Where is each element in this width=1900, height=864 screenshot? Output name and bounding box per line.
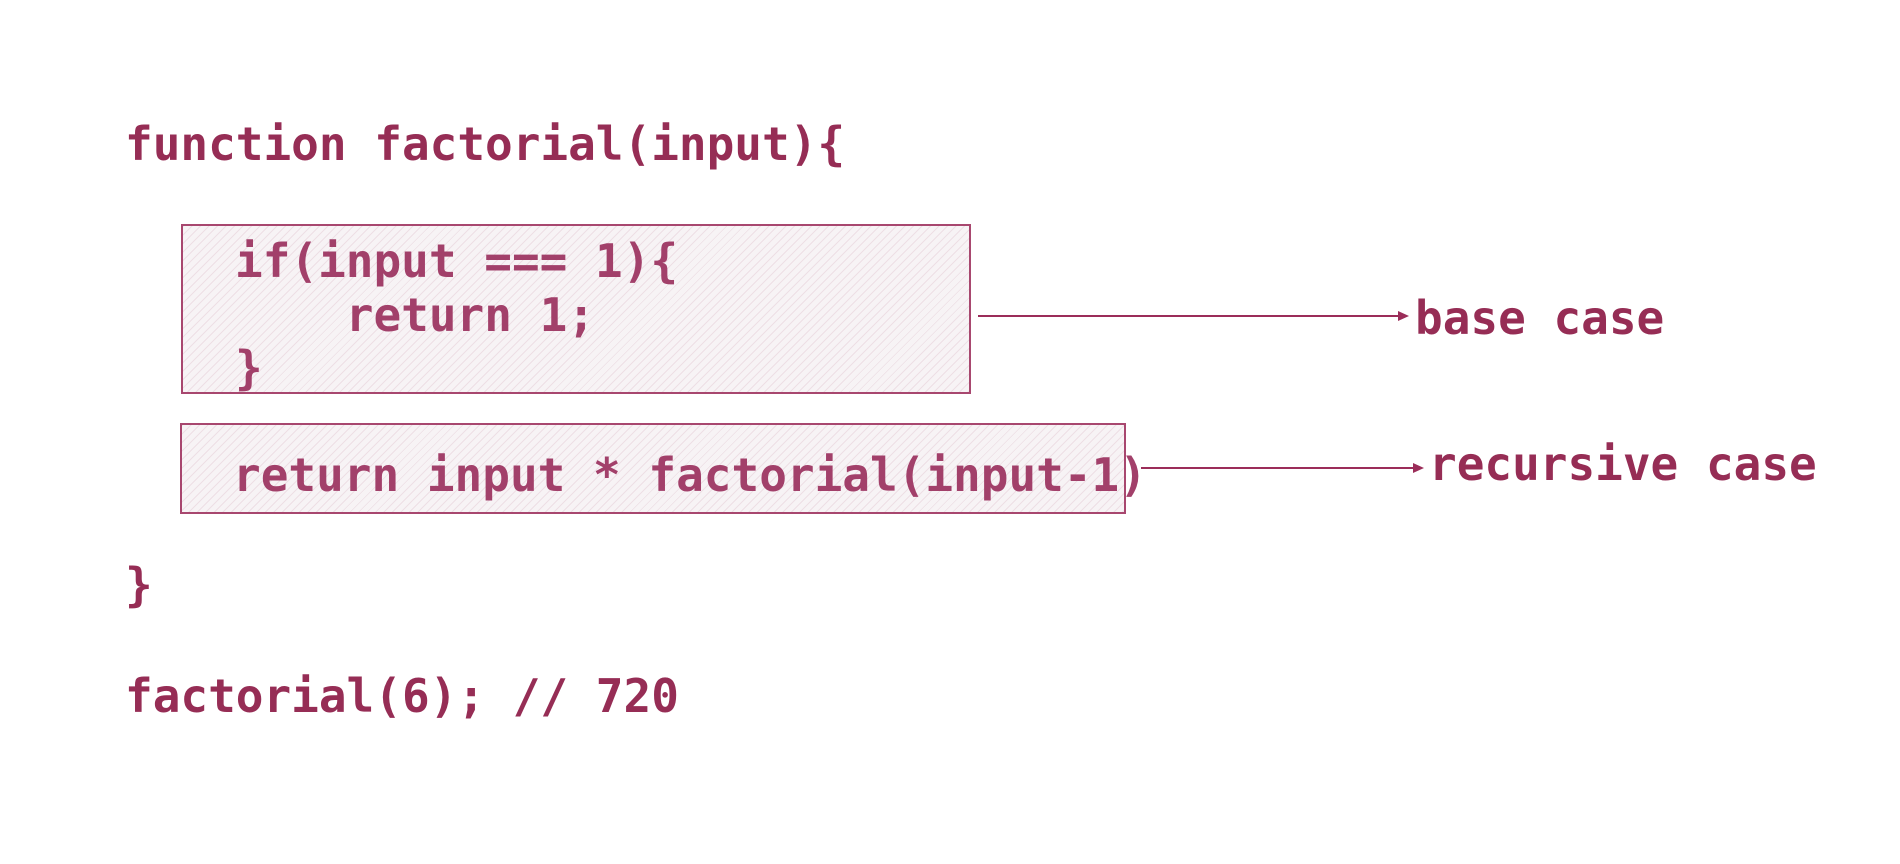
recursive-case-box: return input * factorial(input-1)	[180, 423, 1147, 514]
recursive-case-arrow	[1141, 463, 1424, 473]
base-case-box: if(input === 1){ return 1; }	[181, 224, 971, 394]
base-case-line-2: return 1;	[235, 288, 596, 342]
base-case-line-3: }	[235, 341, 263, 395]
recursive-case-line-1: return input * factorial(input-1)	[233, 448, 1147, 502]
recursive-case-label: recursive case	[1429, 437, 1817, 491]
base-case-label: base case	[1415, 291, 1665, 345]
function-signature: function factorial(input){	[125, 117, 846, 171]
closing-brace: }	[125, 558, 153, 612]
base-case-line-1: if(input === 1){	[235, 234, 679, 288]
base-case-arrow	[978, 311, 1409, 321]
function-call: factorial(6); // 720	[125, 669, 679, 723]
